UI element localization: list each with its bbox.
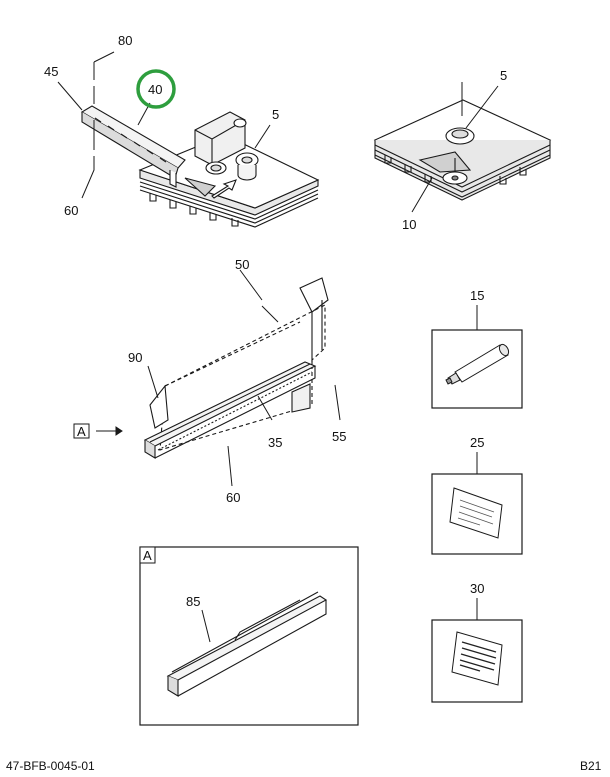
weatherstrip-85: [166, 591, 328, 697]
highlight-circle: [136, 69, 176, 109]
callout-60-mid: 60: [226, 490, 240, 505]
detail-marker-label: A: [143, 548, 152, 563]
item-15-box: [431, 305, 523, 409]
middle-assembly: [143, 277, 329, 459]
leader-lines-top-right: [411, 82, 499, 213]
item-30-box: [431, 598, 523, 703]
callout-5-right: 5: [500, 68, 507, 83]
callout-50: 50: [235, 257, 249, 272]
footer-part-number: 47-BFB-0045-01: [6, 759, 95, 773]
callout-10: 10: [402, 217, 416, 232]
callout-45: 45: [44, 64, 58, 79]
callout-40: 40: [148, 82, 162, 97]
callout-60-top: 60: [64, 203, 78, 218]
callout-30: 30: [470, 581, 484, 596]
top-left-assembly: [80, 105, 320, 228]
view-marker-box: [73, 423, 90, 439]
item-25-box: [431, 452, 523, 555]
callout-25: 25: [470, 435, 484, 450]
leader-lines-top-left: [57, 51, 271, 199]
callout-85: 85: [186, 594, 200, 609]
footer-page-code: B21: [580, 759, 602, 773]
leader-lines-middle: [96, 269, 341, 487]
callout-15: 15: [470, 288, 484, 303]
top-right-assembly: [373, 99, 552, 201]
callout-35: 35: [268, 435, 282, 450]
callout-80: 80: [118, 33, 132, 48]
leader-85: [201, 609, 211, 643]
view-marker-label: A: [77, 424, 86, 439]
callout-90: 90: [128, 350, 142, 365]
callout-55: 55: [332, 429, 346, 444]
callout-5-left: 5: [272, 107, 279, 122]
